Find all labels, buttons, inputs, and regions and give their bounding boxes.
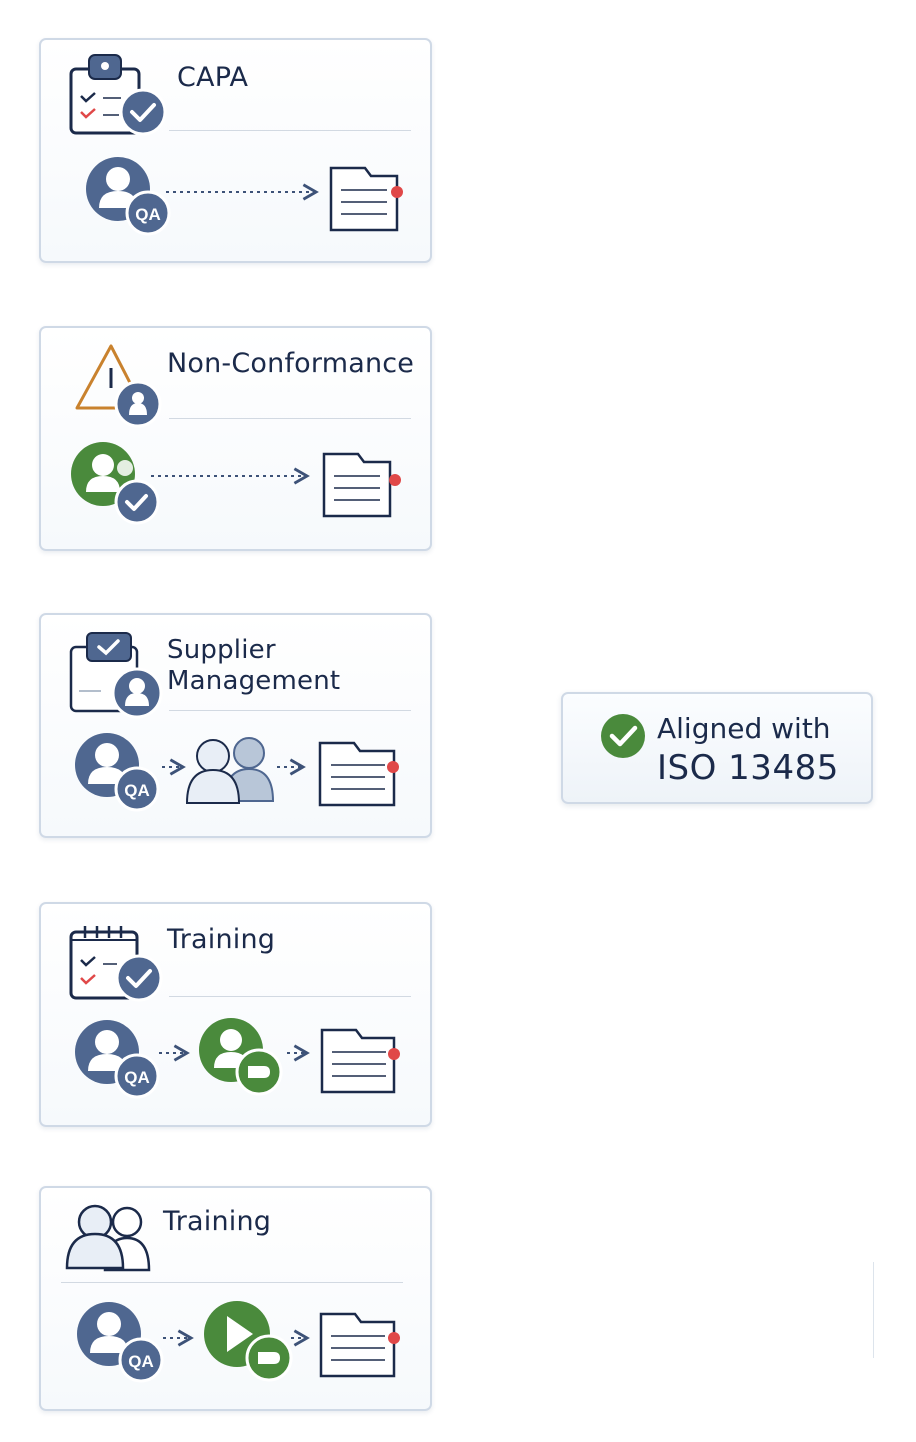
card-training2-artwork: QA bbox=[65, 1204, 400, 1383]
iso-label-line2: ISO 13485 bbox=[657, 748, 839, 788]
divider bbox=[169, 996, 411, 997]
card-supplier-artwork: QA bbox=[69, 632, 399, 812]
card-training-1[interactable]: QA Training bbox=[39, 902, 432, 1127]
document-icon bbox=[319, 1312, 400, 1378]
check-circle-icon bbox=[601, 714, 645, 758]
card-title-line2: Management bbox=[167, 666, 341, 696]
qa-badge-text: QA bbox=[128, 1352, 154, 1371]
person-badge-icon bbox=[111, 667, 163, 719]
card-supplier-management[interactable]: QA Supplier Management bbox=[39, 613, 432, 838]
qa-badge-text: QA bbox=[124, 1068, 150, 1087]
qa-badge-text: QA bbox=[124, 781, 150, 800]
divider bbox=[169, 418, 411, 419]
document-icon bbox=[318, 741, 399, 807]
card-non-conformance[interactable]: Non-Conformance bbox=[39, 326, 432, 551]
card-title-line1: Supplier bbox=[167, 635, 276, 665]
card-capa-artwork: QA bbox=[69, 54, 403, 236]
check-badge-icon bbox=[115, 954, 163, 1002]
person-qa-icon: QA bbox=[86, 157, 171, 236]
card-training-2[interactable]: QA Training bbox=[39, 1186, 432, 1411]
users-group-icon bbox=[65, 1204, 151, 1272]
qa-badge-text: QA bbox=[135, 205, 161, 224]
divider bbox=[169, 130, 411, 131]
approved-person-icon bbox=[71, 442, 160, 525]
iso-label-line1: Aligned with bbox=[657, 712, 831, 745]
divider bbox=[169, 710, 411, 711]
card-title: Training bbox=[163, 1206, 272, 1237]
warning-triangle-icon bbox=[75, 344, 145, 410]
card-training1-artwork: QA bbox=[69, 926, 400, 1099]
card-title: CAPA bbox=[177, 62, 249, 93]
edge-divider bbox=[873, 1262, 874, 1358]
person-qa-icon: QA bbox=[77, 1302, 164, 1383]
check-badge-icon bbox=[119, 88, 167, 136]
person-qa-icon: QA bbox=[75, 733, 160, 812]
card-capa[interactable]: QA CAPA bbox=[39, 38, 432, 263]
play-video-icon bbox=[204, 1301, 293, 1382]
iso-alignment-badge: Aligned with ISO 13485 bbox=[561, 692, 873, 804]
document-icon bbox=[329, 166, 403, 232]
card-title: Non-Conformance bbox=[167, 348, 415, 379]
document-icon bbox=[320, 1028, 400, 1094]
supplier-group-icon bbox=[185, 737, 275, 804]
divider bbox=[61, 1282, 403, 1283]
card-nc-artwork bbox=[71, 344, 401, 525]
person-qa-icon: QA bbox=[75, 1020, 160, 1099]
trainee-icon bbox=[199, 1018, 283, 1096]
card-title: Training bbox=[167, 924, 276, 955]
person-badge-icon bbox=[114, 380, 162, 428]
document-icon bbox=[322, 452, 401, 518]
